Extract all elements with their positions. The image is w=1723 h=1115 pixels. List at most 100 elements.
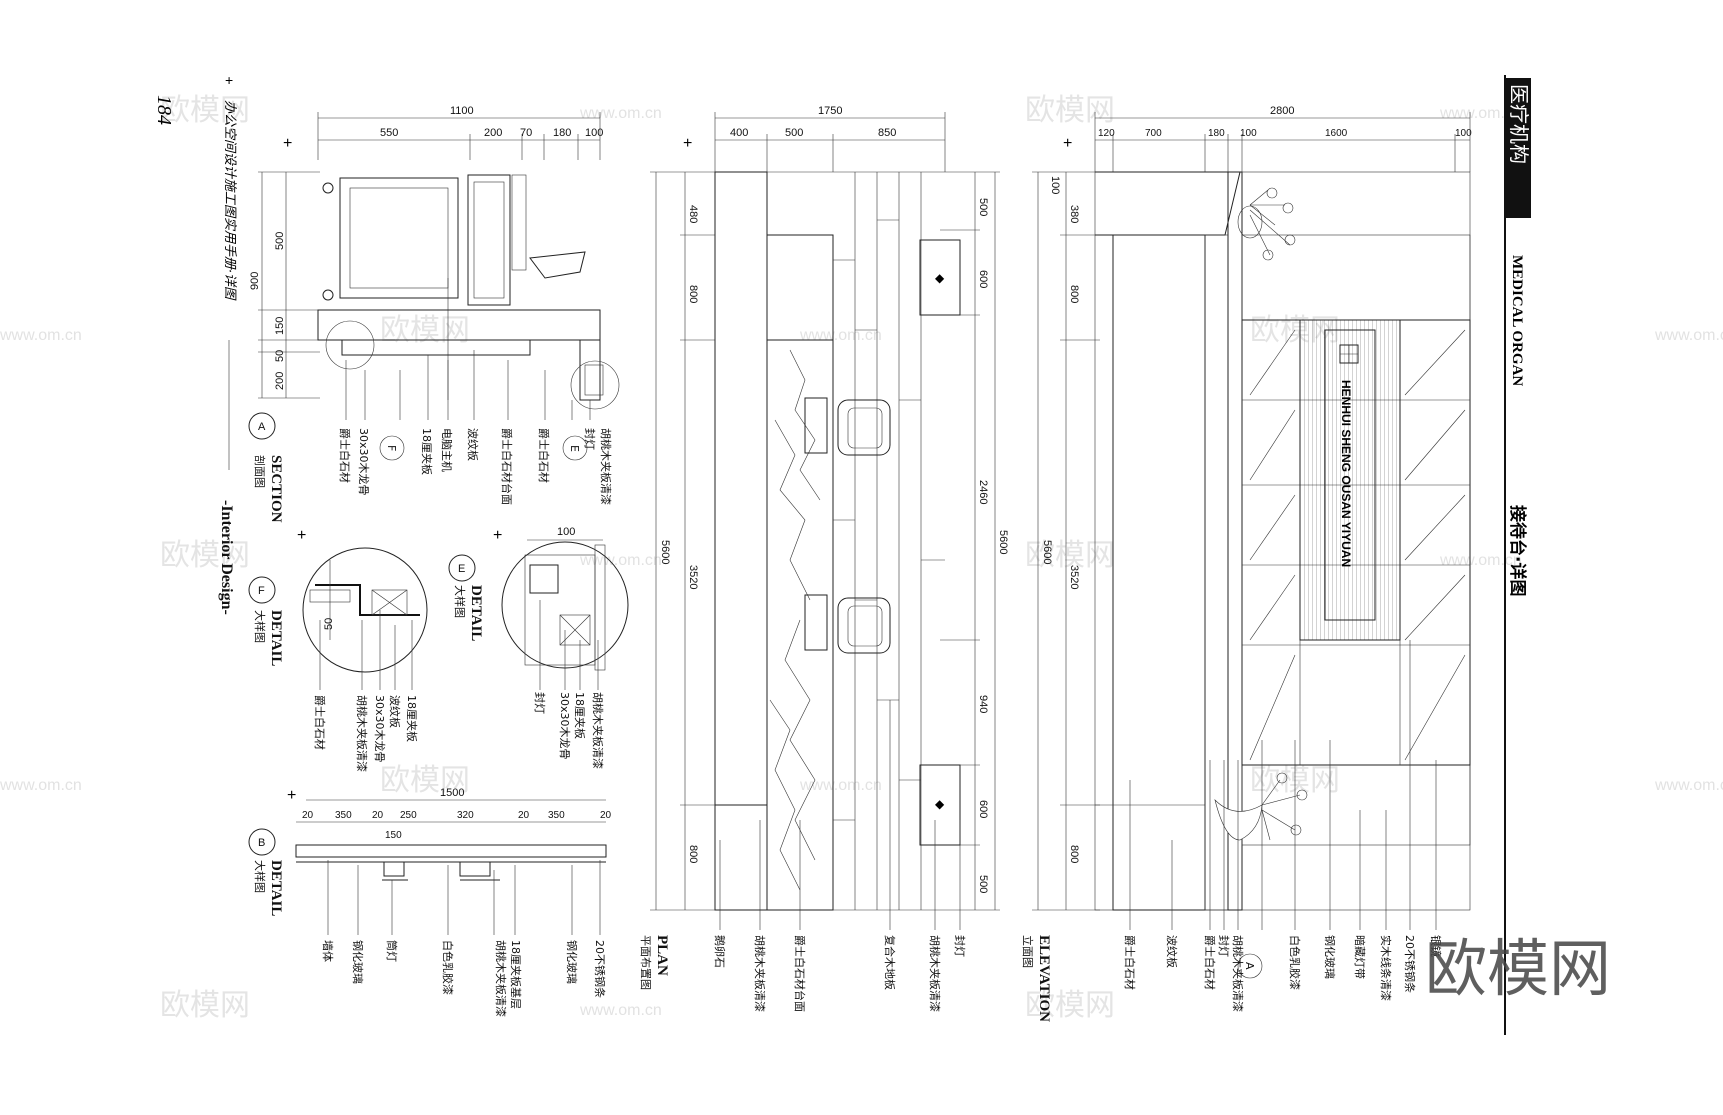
watermark-url: www.om.cn bbox=[579, 1002, 662, 1019]
svg-text:100: 100 bbox=[585, 127, 603, 139]
svg-text:+: + bbox=[683, 135, 692, 152]
watermark: 欧模网 bbox=[1025, 539, 1115, 572]
svg-text:◆: ◆ bbox=[935, 271, 945, 285]
svg-text:封灯: 封灯 bbox=[953, 935, 967, 957]
svg-text:5600: 5600 bbox=[997, 530, 1009, 554]
svg-text:银镜: 银镜 bbox=[1429, 935, 1443, 957]
svg-text:+: + bbox=[1063, 135, 1072, 152]
svg-text:复合木地板: 复合木地板 bbox=[883, 935, 897, 990]
detail-e: + 100 胡桃木夹板清漆 18厘夹板 30x30木龙骨 封灯 E DETAIL… bbox=[448, 526, 629, 769]
svg-text:350: 350 bbox=[335, 810, 352, 821]
svg-text:100: 100 bbox=[557, 526, 575, 538]
watermark-url: www.om.cn bbox=[1654, 777, 1723, 794]
svg-text:20不锈钢条: 20不锈钢条 bbox=[593, 940, 607, 998]
svg-text:+: + bbox=[283, 135, 292, 152]
svg-text:大样图: 大样图 bbox=[453, 585, 467, 618]
category-en: MEDICAL ORGAN bbox=[1509, 255, 1525, 386]
chapter-title: -Interior Design- bbox=[218, 500, 235, 615]
svg-text:实木线条清漆: 实木线条清漆 bbox=[1379, 935, 1393, 1001]
book-caption: 办公空间设计施工图实用手册·详图 bbox=[222, 100, 238, 301]
svg-text:平面布置图: 平面布置图 bbox=[639, 935, 652, 990]
svg-text:30x30木龙骨: 30x30木龙骨 bbox=[373, 695, 386, 763]
svg-text:电脑主机: 电脑主机 bbox=[440, 428, 454, 472]
svg-text:爵士白石材: 爵士白石材 bbox=[1203, 935, 1217, 990]
svg-text:250: 250 bbox=[400, 810, 417, 821]
svg-text:2800: 2800 bbox=[1270, 105, 1294, 117]
svg-text:+: + bbox=[287, 787, 296, 804]
svg-text:20: 20 bbox=[600, 810, 612, 821]
svg-text:波纹板: 波纹板 bbox=[1165, 935, 1179, 968]
watermark: 欧模网 bbox=[160, 989, 250, 1022]
svg-text:500: 500 bbox=[785, 127, 803, 139]
svg-text:爵士白石材台面: 爵士白石材台面 bbox=[793, 935, 807, 1012]
svg-text:320: 320 bbox=[457, 810, 474, 821]
svg-text:E: E bbox=[568, 445, 581, 452]
svg-text:筒灯: 筒灯 bbox=[385, 940, 399, 962]
detail-b: + 1500 20 350 20 250 320 20 350 20 150 2… bbox=[248, 787, 612, 1017]
category-badge bbox=[1505, 78, 1531, 218]
svg-text:大样图: 大样图 bbox=[253, 610, 267, 643]
svg-text:20: 20 bbox=[302, 810, 314, 821]
watermark-url: www.om.cn bbox=[579, 105, 662, 122]
svg-text:胡桃木夹板清漆: 胡桃木夹板清漆 bbox=[591, 692, 605, 769]
section-title: SECTION bbox=[268, 455, 284, 523]
svg-text:200: 200 bbox=[274, 372, 286, 390]
plan-title: PLAN bbox=[654, 935, 670, 976]
svg-text:B: B bbox=[258, 837, 265, 849]
svg-text:胡桃木夹板清漆: 胡桃木夹板清漆 bbox=[355, 695, 369, 772]
watermark-url: www.om.cn bbox=[0, 777, 82, 794]
svg-text:3520: 3520 bbox=[687, 565, 699, 589]
svg-text:爵士白石材台面: 爵士白石材台面 bbox=[500, 428, 514, 505]
svg-text:2460: 2460 bbox=[977, 480, 989, 504]
title-block: 医疗机构 MEDICAL ORGAN 接待台·详图 bbox=[1504, 75, 1531, 1035]
svg-text:20: 20 bbox=[372, 810, 384, 821]
svg-text:胡桃木夹板清漆: 胡桃木夹板清漆 bbox=[599, 428, 613, 505]
svg-text:封灯: 封灯 bbox=[583, 428, 597, 450]
category-cn: 医疗机构 bbox=[1507, 84, 1531, 164]
svg-text:鹅卵石: 鹅卵石 bbox=[713, 935, 727, 968]
svg-text:DETAIL: DETAIL bbox=[268, 610, 284, 666]
svg-text:暗藏灯带: 暗藏灯带 bbox=[1353, 935, 1367, 979]
svg-text:500: 500 bbox=[977, 198, 989, 216]
svg-text:爵士白石材: 爵士白石材 bbox=[1123, 935, 1137, 990]
detail-f: + 50 18厘夹板 波纹板 30x30木龙骨 胡桃木夹板清漆 爵士白石材 F … bbox=[248, 527, 428, 772]
watermark: 欧模网 bbox=[1025, 94, 1115, 127]
svg-text:600: 600 bbox=[977, 270, 989, 288]
watermark-url: www.om.cn bbox=[579, 552, 662, 569]
svg-text:600: 600 bbox=[977, 800, 989, 818]
elevation-title: ELEVATION bbox=[1036, 935, 1052, 1022]
svg-text:胡桃木夹板清漆: 胡桃木夹板清漆 bbox=[494, 940, 508, 1017]
svg-text:940: 940 bbox=[977, 695, 989, 713]
svg-text:70: 70 bbox=[520, 127, 532, 139]
svg-text:大样图: 大样图 bbox=[253, 860, 267, 893]
watermark-url: www.om.cn bbox=[799, 777, 882, 794]
elevation-view: + 2800 120 700 180 100 1600 100 5600 100… bbox=[1021, 105, 1472, 1022]
svg-text:180: 180 bbox=[1208, 128, 1225, 139]
svg-text:1600: 1600 bbox=[1325, 128, 1348, 139]
svg-text:700: 700 bbox=[1145, 128, 1162, 139]
svg-text:800: 800 bbox=[687, 285, 699, 303]
plant-icon bbox=[1237, 187, 1296, 261]
svg-text:立面图: 立面图 bbox=[1021, 935, 1035, 968]
svg-text:胡桃木夹板清漆: 胡桃木夹板清漆 bbox=[1231, 935, 1245, 1012]
page-number: 184 bbox=[153, 95, 175, 125]
svg-text:1500: 1500 bbox=[440, 787, 464, 799]
svg-text:3520: 3520 bbox=[1068, 565, 1080, 589]
svg-text:5600: 5600 bbox=[659, 540, 671, 564]
svg-text:550: 550 bbox=[380, 127, 398, 139]
svg-text:F: F bbox=[385, 445, 398, 451]
svg-text:800: 800 bbox=[1068, 845, 1080, 863]
plan-view: + 1750 400 500 850 5600 480 800 3520 800… bbox=[639, 105, 1009, 1012]
svg-text:+: + bbox=[225, 72, 233, 88]
svg-text:480: 480 bbox=[687, 205, 699, 223]
svg-text:18厘夹板: 18厘夹板 bbox=[573, 692, 587, 739]
svg-text:F: F bbox=[258, 585, 265, 597]
svg-text:800: 800 bbox=[1068, 285, 1080, 303]
svg-text:剖面图: 剖面图 bbox=[253, 455, 267, 488]
svg-text:180: 180 bbox=[553, 127, 571, 139]
svg-text:150: 150 bbox=[274, 317, 286, 335]
watermark: 欧模网 bbox=[380, 764, 470, 797]
svg-text:爵士白石材: 爵士白石材 bbox=[537, 428, 551, 483]
svg-text:◆: ◆ bbox=[935, 797, 945, 811]
svg-text:胡桃木夹板清漆: 胡桃木夹板清漆 bbox=[753, 935, 767, 1012]
